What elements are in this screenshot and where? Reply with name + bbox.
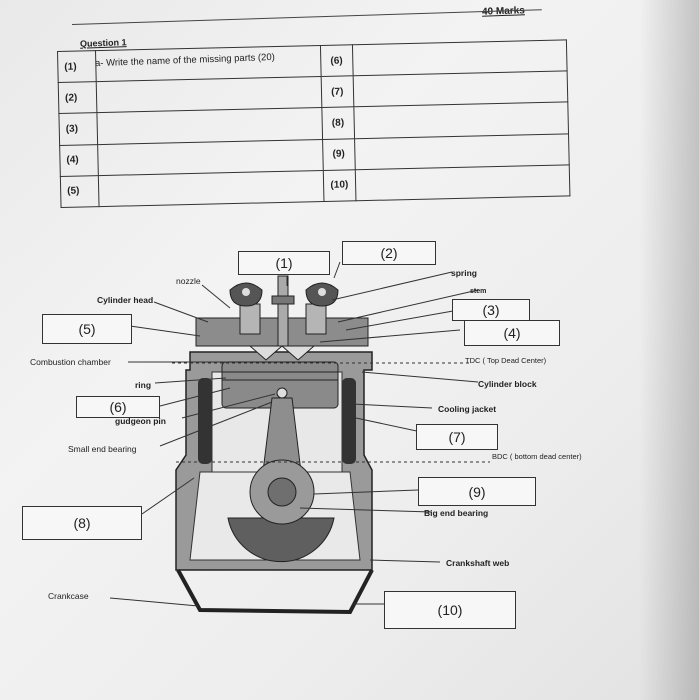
crankcase-sump bbox=[178, 570, 372, 612]
combustion-chamber-label: Combustion chamber bbox=[30, 357, 111, 367]
answer-box-6[interactable]: (6) bbox=[76, 396, 160, 418]
answer-box-10[interactable]: (10) bbox=[384, 591, 516, 629]
answer-box-3[interactable]: (3) bbox=[452, 299, 530, 321]
crankshaft-web-label: Crankshaft web bbox=[446, 558, 509, 568]
cooling-jacket-right bbox=[342, 378, 356, 464]
answer-box-5[interactable]: (5) bbox=[42, 314, 132, 344]
gudgeon-pin-circle bbox=[277, 388, 287, 398]
injector-body bbox=[272, 296, 294, 304]
nozzle-label: nozzle bbox=[176, 276, 201, 286]
cooling-jacket-label: Cooling jacket bbox=[438, 404, 496, 414]
cam-hub-left bbox=[242, 288, 250, 296]
tdc-label: TDC ( Top Dead Center) bbox=[465, 356, 546, 365]
stem-label: stem bbox=[470, 288, 486, 295]
ring-label: ring bbox=[135, 380, 151, 390]
cylinder-block-label: Cylinder block bbox=[478, 379, 537, 389]
cylinder-head-label: Cylinder head bbox=[97, 295, 153, 305]
crankcase-label: Crankcase bbox=[48, 591, 89, 601]
small-end-bearing-label: Small end bearing bbox=[68, 444, 137, 454]
big-end-bearing-label: Big end bearing bbox=[424, 508, 488, 518]
answer-box-2[interactable]: (2) bbox=[342, 241, 436, 265]
cam-hub-right bbox=[318, 288, 326, 296]
answer-box-8[interactable]: (8) bbox=[22, 506, 142, 540]
valve-spring-right bbox=[306, 304, 326, 334]
crank-pin bbox=[268, 478, 296, 506]
bdc-label: BDC ( bottom dead center) bbox=[492, 452, 582, 461]
answer-box-1[interactable]: (1) bbox=[238, 251, 330, 275]
answer-box-7[interactable]: (7) bbox=[416, 424, 498, 450]
spring-label: spring bbox=[451, 268, 477, 278]
injector-nozzle bbox=[278, 276, 288, 346]
answer-box-4[interactable]: (4) bbox=[464, 320, 560, 346]
cooling-jacket-left bbox=[198, 378, 212, 464]
answer-box-9[interactable]: (9) bbox=[418, 477, 536, 506]
valve-spring-left bbox=[240, 304, 260, 334]
